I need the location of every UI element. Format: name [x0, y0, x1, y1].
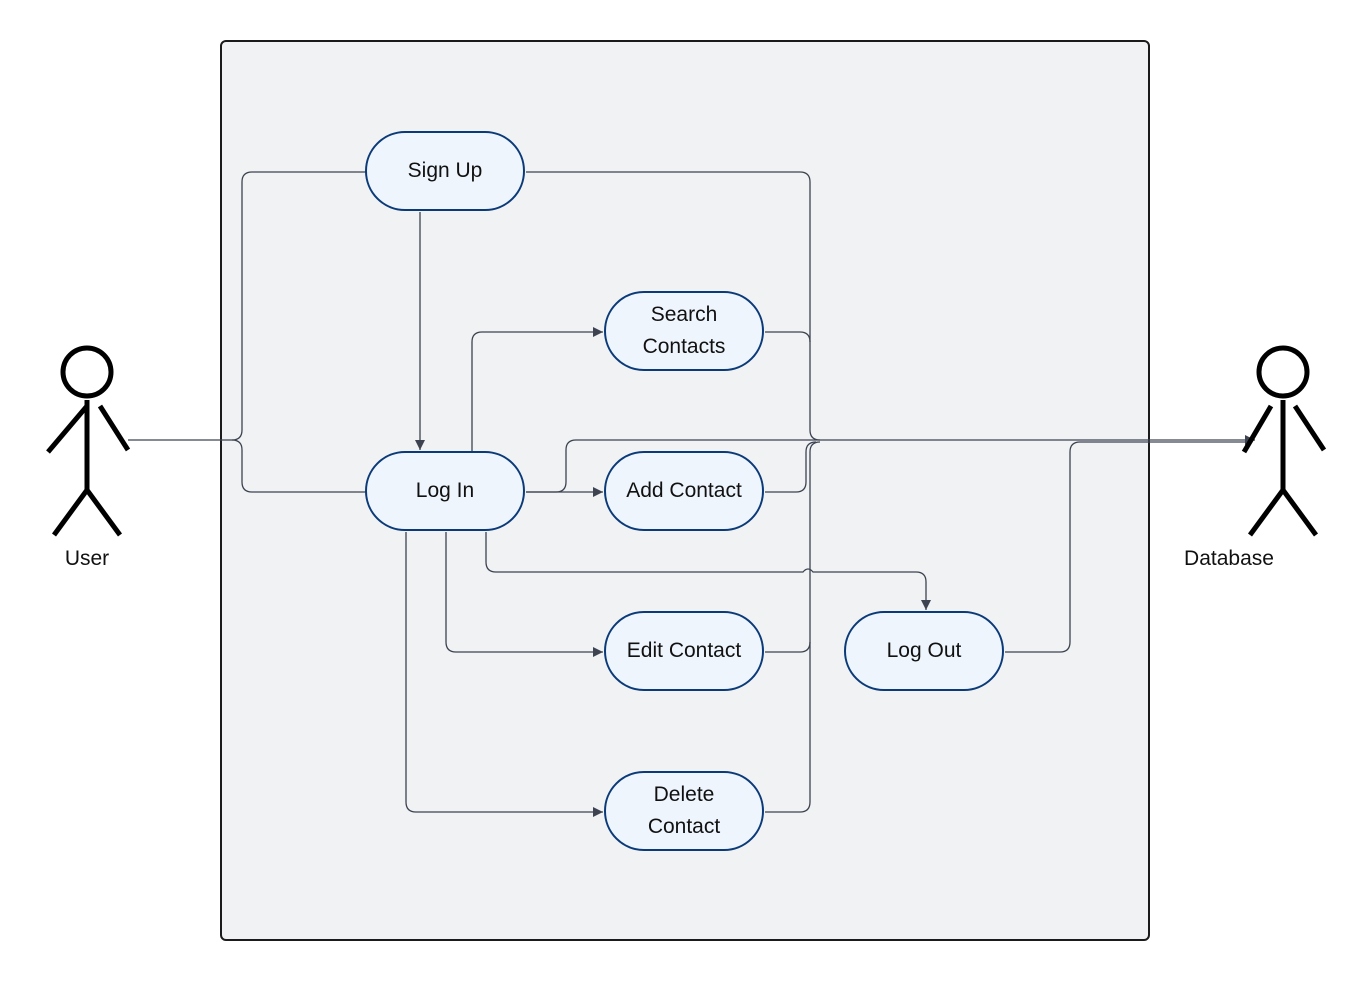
- edge-user-signup: [128, 171, 366, 441]
- usecase-edit-contact[interactable]: Edit Contact: [604, 611, 764, 691]
- edge-search-database: [765, 331, 811, 343]
- usecase-delete-contact[interactable]: Delete Contact: [604, 771, 764, 851]
- edge-edit-database: [765, 441, 821, 653]
- actor-label-database: Database: [1184, 547, 1274, 570]
- usecase-sign-up[interactable]: Sign Up: [365, 131, 525, 211]
- usecase-log-in[interactable]: Log In: [365, 451, 525, 531]
- edge-logout-database: [1005, 441, 1250, 653]
- edge-delete-database: [765, 642, 811, 813]
- edge-add-database: [765, 441, 817, 493]
- edge-login-delete: [405, 532, 603, 817]
- edge-login-database: [526, 435, 1255, 493]
- usecase-log-out[interactable]: Log Out: [844, 611, 1004, 691]
- database-actor-icon: [1241, 345, 1327, 537]
- actor-label-user: User: [64, 547, 110, 570]
- user-actor-icon: [46, 345, 131, 537]
- edge-user-login: [231, 439, 366, 493]
- usecase-search-contacts[interactable]: Search Contacts: [604, 291, 764, 371]
- edge-login-search: [471, 327, 603, 452]
- usecase-add-contact[interactable]: Add Contact: [604, 451, 764, 531]
- edge-signup-database: [526, 171, 821, 441]
- edge-login-edit: [445, 532, 603, 657]
- edge-login-logout: [485, 532, 931, 610]
